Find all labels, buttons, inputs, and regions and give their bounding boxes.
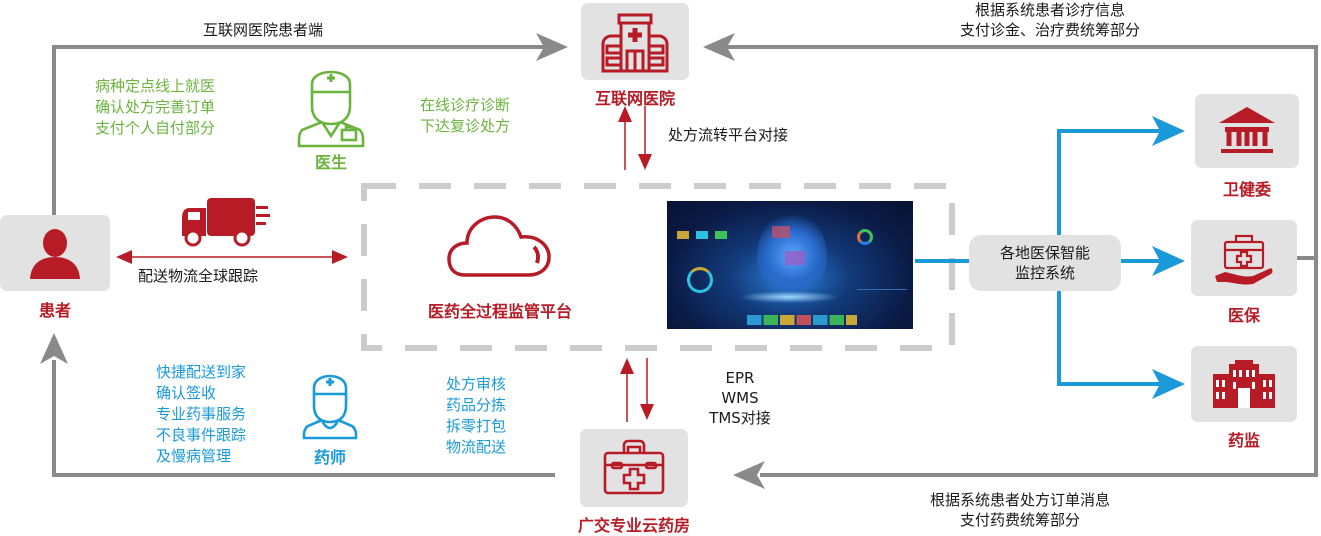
medical-insurance-label: 医保 [1227, 306, 1260, 325]
person-icon [30, 229, 80, 279]
flow-monitor-to-drug-admin [1057, 291, 1160, 386]
delivery-truck-icon [182, 198, 270, 247]
pharmacy-task: 物流配送 [446, 438, 507, 456]
map-region [785, 251, 805, 265]
ring-chart-graphic [687, 267, 713, 293]
dashboard-preview-image [667, 201, 913, 329]
pharmacist-tasks: 快捷配送到家 确认签收 专业药事服务 不良事件跟踪 及慢病管理 [156, 362, 246, 467]
pharmacy-tasks: 处方审核 药品分拣 拆零打包 物流配送 [446, 374, 506, 458]
doctor-task: 支付个人自付部分 [95, 119, 216, 137]
doctor-label: 医生 [314, 153, 347, 172]
pharmacy-task: 拆零打包 [446, 417, 507, 435]
arrowhead-gov-to-pharmacy [733, 461, 765, 489]
internet-hospital-node[interactable] [581, 3, 689, 80]
arrowhead-to-insurance [1152, 246, 1185, 276]
pharmacist-label: 药师 [313, 448, 346, 467]
gov-to-hospital-line: 支付诊金、治疗费统筹部分 [959, 21, 1140, 39]
patient-node[interactable] [0, 215, 110, 291]
government-building-icon [1219, 107, 1275, 153]
arrowhead-down-pharmacy [640, 404, 654, 420]
patient-label: 患者 [38, 301, 71, 320]
arrowhead-up-platform [620, 358, 634, 374]
arrowhead-gov-to-hospital [703, 33, 735, 61]
kpi-tiles [747, 315, 857, 325]
health-commission-label: 卫健委 [1222, 180, 1271, 199]
system-name: TMS对接 [709, 409, 771, 427]
pharmacist-task: 及慢病管理 [156, 447, 232, 465]
cloud-pharmacy-node[interactable] [580, 429, 688, 507]
line-chart-graphic [857, 271, 907, 290]
arrowhead-logistics-left [116, 250, 132, 264]
gov-to-pharmacy-line: 根据系统患者处方订单消息 [929, 491, 1110, 509]
gov-to-hospital-label: 根据系统患者诊疗信息 支付诊金、治疗费统筹部分 [880, 0, 1220, 40]
arrowhead-up-hospital [618, 106, 632, 122]
pharmacist-task: 不良事件跟踪 [156, 426, 247, 444]
arrowhead-to-patient [40, 333, 68, 364]
system-name: EPR [725, 369, 755, 387]
medical-kit-icon [603, 439, 665, 495]
office-building-icon [1213, 360, 1275, 408]
doctor-task: 病种定点线上就医 [95, 77, 216, 95]
health-commission-node[interactable] [1195, 94, 1299, 168]
flow-gov-to-pharmacy [760, 258, 1318, 477]
monitor-system-label: 监控系统 [1014, 264, 1075, 282]
pharmacist-icon [302, 374, 358, 440]
pharmacist-task: 专业药事服务 [156, 405, 247, 423]
cloud-pharmacy-label: 广交专业云药房 [577, 516, 690, 535]
map-region [772, 226, 790, 238]
hospital-building-icon [601, 13, 669, 73]
arrowhead-to-drug-admin [1152, 369, 1185, 399]
pharmacist-task: 确认签收 [156, 384, 217, 402]
platform-label: 医药全过程监管平台 [427, 302, 572, 321]
arrowhead-down-platform [638, 154, 652, 170]
doctor-task: 确认处方完善订单 [95, 98, 216, 116]
gov-to-hospital-line: 根据系统患者诊疗信息 [974, 1, 1125, 19]
arrowhead-logistics-right [332, 250, 348, 264]
hospital-platform-link-label: 处方流转平台对接 [668, 126, 789, 144]
medical-insurance-node[interactable] [1191, 220, 1297, 296]
doctor-icon [297, 70, 365, 148]
hospital-tasks: 在线诊疗诊断 下达复诊处方 [420, 95, 510, 137]
hospital-task: 在线诊疗诊断 [420, 96, 511, 114]
gov-to-pharmacy-line: 支付药费统筹部分 [959, 511, 1080, 529]
flow-patient-to-hospital [52, 45, 548, 215]
donut-chart-graphic [857, 229, 873, 245]
pharmacy-task: 处方审核 [446, 375, 507, 393]
stat-tile [696, 231, 708, 239]
arrowhead-to-hospital [536, 33, 568, 61]
stat-tile [715, 231, 727, 239]
patient-to-hospital-label: 互联网医院患者端 [203, 21, 324, 39]
doctor-tasks: 病种定点线上就医 确认处方完善订单 支付个人自付部分 [95, 76, 215, 139]
globe-base-glow [739, 291, 839, 303]
medical-kit-hand-icon [1215, 234, 1273, 285]
flow-pharmacy-to-patient [52, 360, 555, 477]
drug-administration-label: 药监 [1227, 431, 1260, 450]
gov-to-pharmacy-label: 根据系统患者处方订单消息 支付药费统筹部分 [880, 490, 1160, 530]
flow-monitor-to-health-commission [1057, 129, 1160, 235]
pharmacy-platform-link-label: EPR WMS TMS对接 [690, 368, 790, 428]
system-name: WMS [721, 389, 759, 407]
drug-administration-node[interactable] [1191, 346, 1297, 422]
hospital-task: 下达复诊处方 [420, 117, 511, 135]
logistics-label: 配送物流全球跟踪 [138, 267, 259, 285]
arrowhead-to-health-commission [1152, 116, 1185, 146]
monitor-system-node[interactable]: 各地医保智能 监控系统 [969, 235, 1121, 291]
internet-hospital-label: 互联网医院 [594, 89, 675, 108]
cloud-icon [447, 215, 551, 277]
monitor-system-label: 各地医保智能 [999, 244, 1090, 262]
platform-dashed-border [361, 183, 955, 351]
pharmacy-task: 药品分拣 [446, 396, 507, 414]
stat-tile [677, 231, 689, 239]
pharmacist-task: 快捷配送到家 [156, 363, 247, 381]
flow-gov-to-hospital [722, 45, 1318, 258]
